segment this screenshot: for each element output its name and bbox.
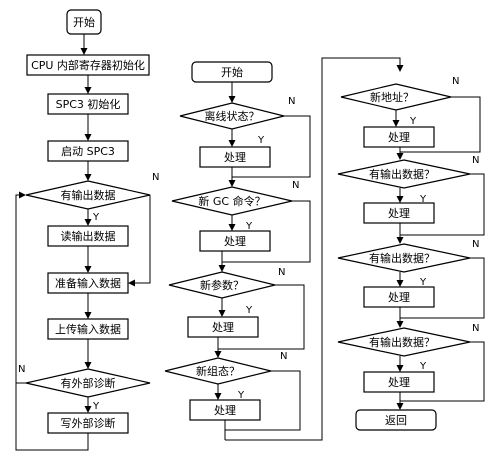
edge-out3-no [400, 341, 485, 402]
has-output-label: 有输出数据 [61, 188, 116, 202]
process-label-4: 处理 [214, 404, 236, 417]
process-label-c3-1: 处理 [388, 131, 410, 144]
has-output-label-2: 有输出数据？ [369, 251, 435, 265]
spc3-init-label: SPC3 初始化 [56, 97, 121, 111]
edge-param-no [218, 284, 305, 350]
has-ext-diag-label: 有外部诊断 [61, 376, 116, 390]
process-label-1: 处理 [224, 151, 246, 164]
has-output-label-1: 有输出数据？ [369, 167, 435, 181]
upload-input-label: 上传输入数据 [55, 322, 121, 336]
process-box-c3-1 [363, 126, 435, 148]
yes-label: Y [245, 221, 253, 232]
start-label-2: 开始 [221, 65, 243, 79]
process-box-2 [199, 230, 271, 252]
process-box-1 [199, 146, 271, 168]
edge-hasoutput-no [128, 195, 151, 287]
process-label-2: 处理 [224, 235, 246, 248]
offline-state-label: 离线状态？ [205, 109, 260, 123]
new-address-label: 新地址？ [370, 90, 414, 104]
yes-label: Y [419, 194, 427, 205]
process-label-c3-4: 处理 [388, 376, 410, 389]
no-label: N [278, 267, 285, 278]
yes-label: Y [257, 135, 265, 146]
cpu-init-label: CPU 内部寄存器初始化 [31, 58, 145, 72]
edge-out2-no [400, 257, 485, 319]
no-label: N [292, 180, 299, 191]
process-box-3 [187, 316, 259, 338]
process-label-c3-3: 处理 [388, 291, 410, 304]
has-output-decision-2 [337, 243, 471, 273]
yes-label: Y [237, 390, 245, 401]
yes-label: Y [409, 116, 417, 127]
no-label: N [472, 155, 479, 166]
start-label: 开始 [73, 15, 95, 29]
process-box-c3-3 [363, 286, 435, 308]
no-label: N [152, 172, 159, 183]
no-label: N [472, 239, 479, 250]
process-label-c3-2: 处理 [388, 207, 410, 220]
read-output-label: 读输出数据 [61, 229, 116, 243]
column-continued: 新地址？ 处理 有输出数据？ 处理 有输出数据？ 处理 有输出数据？ 处理 返回… [337, 76, 485, 431]
edge-config-no [225, 370, 301, 431]
new-config-label: 新组态？ [196, 364, 240, 378]
yes-label: Y [92, 212, 100, 223]
process-box-c3-2 [363, 202, 435, 224]
has-output-decision-3 [337, 327, 471, 357]
return-label: 返回 [385, 414, 407, 427]
edge-gc-no [222, 200, 311, 263]
no-label: N [280, 351, 287, 362]
write-ext-diag-label: 写外部诊断 [61, 416, 116, 430]
start-spc3-label: 启动 SPC3 [61, 145, 115, 158]
new-gc-label: 新 GC 命令？ [198, 194, 265, 208]
edge-offline-no [232, 115, 311, 178]
column-main-loop: 开始 CPU 内部寄存器初始化 SPC3 初始化 启动 SPC3 有输出数据 读… [15, 9, 159, 451]
edge-diag-no-loop [15, 191, 26, 384]
new-param-label: 新参数？ [200, 278, 244, 292]
edge-addr-no [400, 96, 481, 153]
edge-out1-no [400, 173, 485, 236]
edge-col2-to-col3 [225, 57, 404, 441]
has-output-label-3: 有输出数据？ [369, 335, 435, 349]
prepare-input-label: 准备输入数据 [55, 276, 121, 290]
process-box-c3-4 [363, 371, 435, 393]
yes-label: Y [419, 361, 427, 372]
no-label: N [288, 96, 295, 107]
yes-label: Y [92, 401, 100, 412]
column-interrupt: 开始 离线状态？ 处理 新 GC 命令？ 处理 新参数？ 处理 新组态？ 处理 … [164, 57, 404, 441]
edge-write-loop [15, 383, 89, 451]
no-label: N [452, 76, 459, 87]
has-output-decision-1 [337, 159, 471, 189]
yes-label: Y [245, 305, 253, 316]
no-label: N [472, 323, 479, 334]
return-node [355, 409, 437, 431]
process-label-3: 处理 [212, 321, 234, 334]
yes-label: Y [419, 277, 427, 288]
no-label: N [18, 364, 25, 375]
